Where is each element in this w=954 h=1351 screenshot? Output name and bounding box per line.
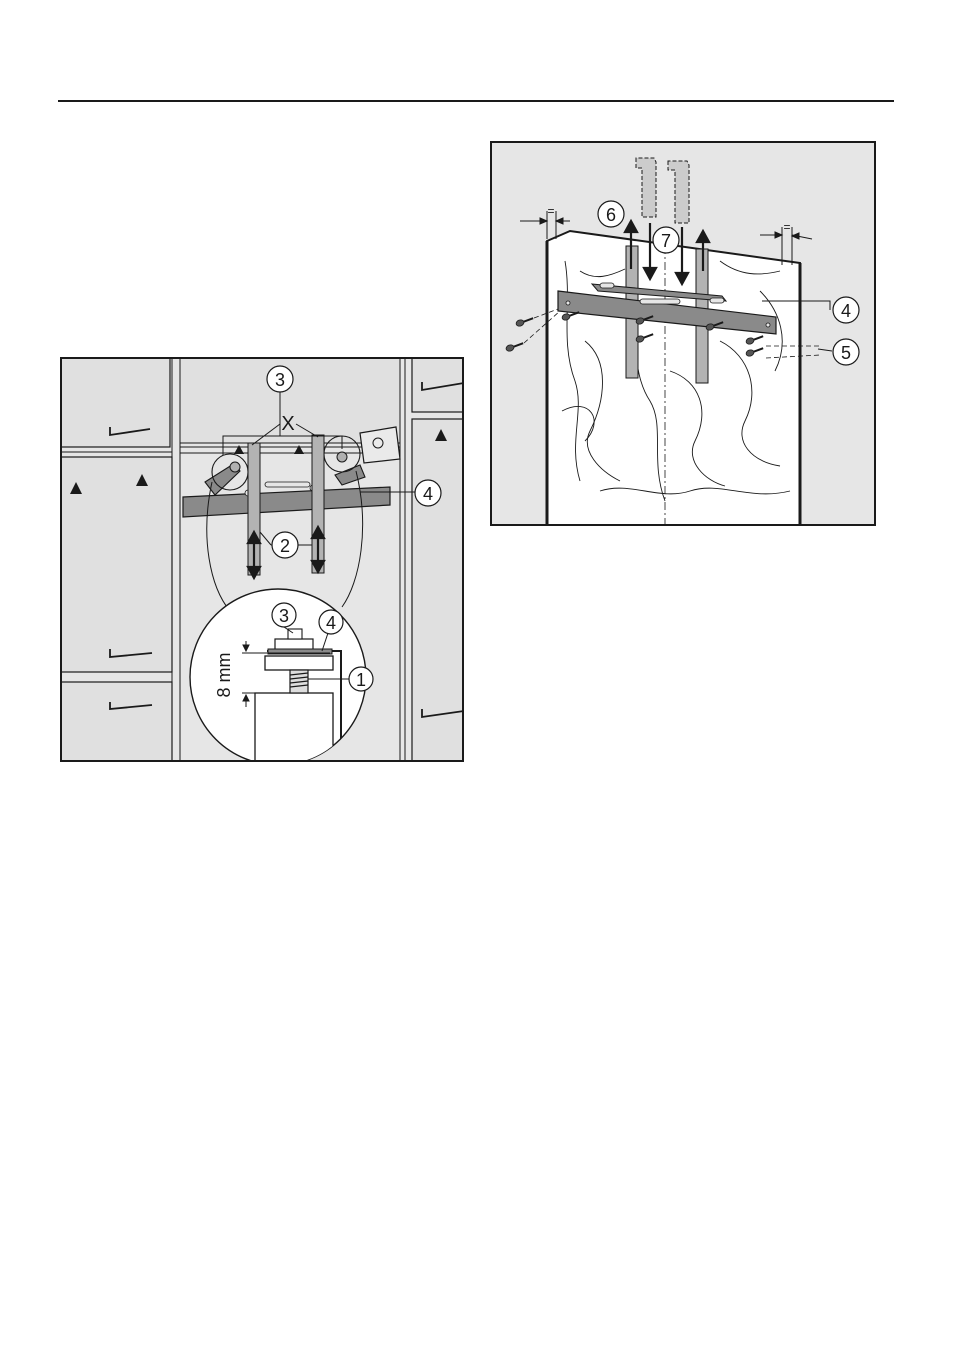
callout-4-left: 4 — [415, 480, 441, 506]
svg-text:4: 4 — [423, 484, 433, 504]
svg-text:7: 7 — [661, 231, 671, 251]
cabinet-left — [60, 357, 172, 762]
svg-text:3: 3 — [279, 606, 289, 626]
equal-sign-right: = — [783, 220, 790, 234]
callout-7: 7 — [653, 227, 679, 253]
svg-text:2: 2 — [280, 536, 290, 556]
mark-x: X — [281, 413, 294, 435]
svg-text:3: 3 — [275, 370, 285, 390]
callout-5: 5 — [833, 339, 859, 365]
figure-left-svg: 8 mm 3 X 4 2 3 4 — [60, 357, 464, 762]
header-rule — [58, 100, 894, 102]
dimension-8mm: 8 mm — [214, 653, 234, 698]
callout-3-inset: 3 — [272, 603, 296, 627]
svg-text:4: 4 — [841, 301, 851, 321]
svg-text:5: 5 — [841, 343, 851, 363]
callout-4-inset: 4 — [319, 610, 343, 634]
hinge-block — [360, 427, 400, 463]
svg-text:6: 6 — [606, 205, 616, 225]
wooden-door-panel — [547, 231, 800, 526]
callout-6: 6 — [598, 201, 624, 227]
installation-figure-right: = = 6 7 — [490, 141, 876, 526]
installation-figure-left: 8 mm 3 X 4 2 3 4 — [60, 357, 464, 762]
callout-2: 2 — [272, 532, 298, 558]
svg-text:4: 4 — [326, 613, 336, 633]
figure-right-svg: = = 6 7 — [490, 141, 876, 526]
equal-sign-left: = — [547, 204, 554, 218]
callout-3-top: 3 — [267, 366, 293, 392]
callout-4-right: 4 — [833, 297, 859, 323]
svg-text:1: 1 — [356, 670, 366, 690]
callout-1: 1 — [349, 667, 373, 691]
